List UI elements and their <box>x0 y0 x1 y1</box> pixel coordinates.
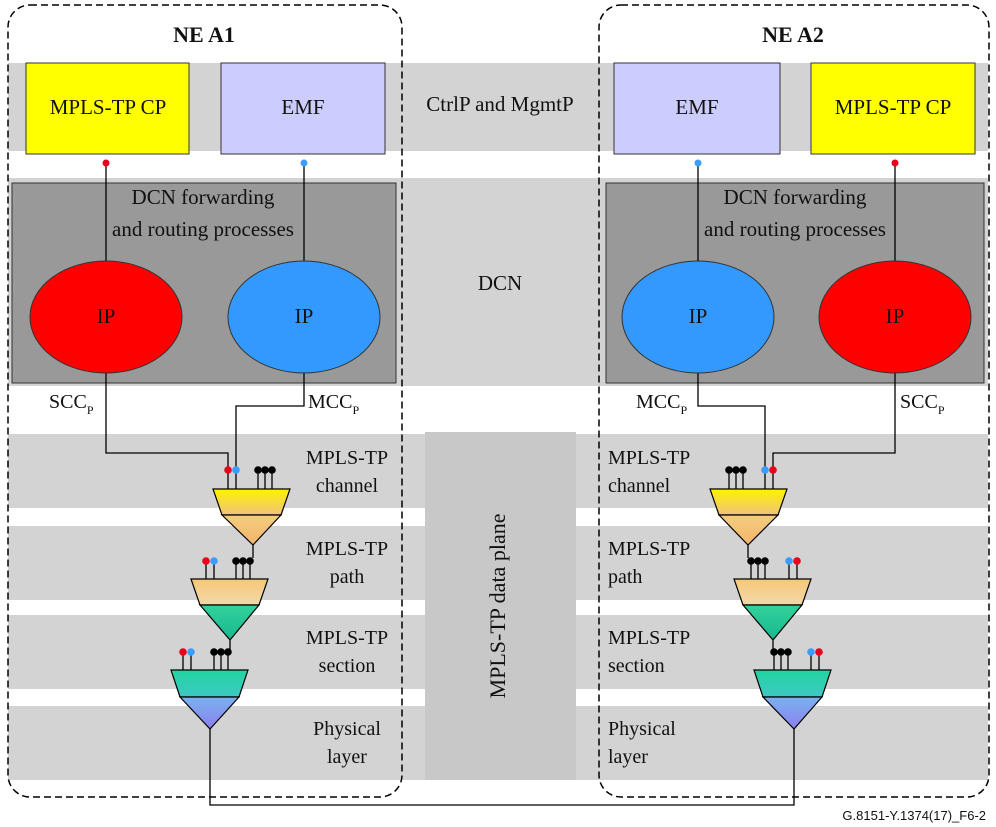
port-dots <box>179 466 823 656</box>
adaptation-stack-a1 <box>170 488 291 730</box>
scc-label-a1: SCCP <box>49 391 94 417</box>
channel-adaptation-a1 <box>212 488 291 516</box>
layer-physical-line2-a1: layer <box>327 746 367 768</box>
ne-a2-outline <box>598 4 990 798</box>
mpls-tp-cp-block-a2 <box>810 62 976 155</box>
ip-ellipse-red-a2 <box>818 260 972 374</box>
mpls-tp-cp-block-a1 <box>25 62 190 155</box>
emf-port-dot-a2 <box>694 159 702 167</box>
path-adaptation-a1 <box>190 578 269 606</box>
dcn-band-label: DCN <box>478 271 522 295</box>
scc-label-a2: SCCP <box>900 391 945 417</box>
layer-channel-line1-a2: MPLS-TP <box>608 447 690 469</box>
ip-label-blue-a1: IP <box>295 304 314 328</box>
path-adaptation-a2 <box>733 578 812 606</box>
data-plane-box <box>425 432 576 780</box>
path-termination-a1 <box>198 604 261 641</box>
layer-section-line2-a1: section <box>319 655 376 677</box>
layer-physical-line1-a2: Physical <box>608 718 676 740</box>
wires <box>105 163 896 806</box>
layer-physical-line1-a1: Physical <box>313 718 381 740</box>
emf-block-a1 <box>220 62 386 155</box>
ne-a2-title: NE A2 <box>762 22 824 47</box>
ip-ellipse-blue-a1 <box>227 260 381 374</box>
dcn-processes-line1-a2: DCN forwarding <box>724 185 867 209</box>
channel-termination-a1 <box>220 514 283 546</box>
layer-channel-line2-a1: channel <box>316 475 379 497</box>
figure-id: G.8151-Y.1374(17)_F6-2 <box>842 808 986 823</box>
section-termination-a2 <box>761 696 824 730</box>
dcn-processes-line1-a1: DCN forwarding <box>132 185 275 209</box>
ip-label-red-a2: IP <box>886 304 905 328</box>
section-adaptation-a1 <box>170 669 249 698</box>
layer-labels-a2: MPLS-TP channel MPLS-TP path MPLS-TP sec… <box>608 447 690 768</box>
section-adaptation-a2 <box>753 669 832 698</box>
layer-channel-line1-a1: MPLS-TP <box>306 447 388 469</box>
ip-ellipse-blue-a2 <box>621 260 775 374</box>
mpls-tp-cp-label-a2: MPLS-TP CP <box>835 95 952 119</box>
emf-label-a2: EMF <box>675 95 718 119</box>
layer-labels-a1: MPLS-TP channel MPLS-TP path MPLS-TP sec… <box>306 447 388 768</box>
layer-section-line1-a1: MPLS-TP <box>306 627 388 649</box>
adaptation-stack-a2 <box>709 488 832 730</box>
layer-section-line1-a2: MPLS-TP <box>608 627 690 649</box>
emf-label-a1: EMF <box>281 95 324 119</box>
path-termination-a2 <box>741 604 804 641</box>
ip-ellipse-red-a1 <box>29 260 183 374</box>
layer-path-line2-a1: path <box>330 566 364 588</box>
channel-adaptation-a2 <box>709 488 788 516</box>
mcc-label-a2: MCCP <box>636 391 687 417</box>
ctrl-mgmt-label: CtrlP and MgmtP <box>426 92 573 116</box>
section-termination-a1 <box>178 696 241 730</box>
dcn-processes-line2-a1: and routing processes <box>112 217 294 241</box>
mcc-label-a1: MCCP <box>308 391 359 417</box>
layer-physical-line2-a2: layer <box>608 746 648 768</box>
ne-a1-outline <box>7 4 403 798</box>
dcn-processes-line2-a2: and routing processes <box>704 217 886 241</box>
layer-section-line2-a2: section <box>608 655 665 677</box>
layer-path-line2-a2: path <box>608 566 642 588</box>
emf-port-dot-a1 <box>300 159 308 167</box>
layer-path-line1-a2: MPLS-TP <box>608 538 690 560</box>
layer-channel-line2-a2: channel <box>608 475 671 497</box>
data-plane-label: MPLS-TP data plane <box>485 514 510 699</box>
mpls-tp-cp-label-a1: MPLS-TP CP <box>50 95 167 119</box>
cp-port-dot-a1 <box>102 159 110 167</box>
layer-path-line1-a1: MPLS-TP <box>306 538 388 560</box>
emf-block-a2 <box>613 62 781 155</box>
ne-a1-title: NE A1 <box>173 22 235 47</box>
ip-label-red-a1: IP <box>97 304 116 328</box>
ip-label-blue-a2: IP <box>689 304 708 328</box>
cp-port-dot-a2 <box>891 159 899 167</box>
channel-termination-a2 <box>717 514 780 546</box>
